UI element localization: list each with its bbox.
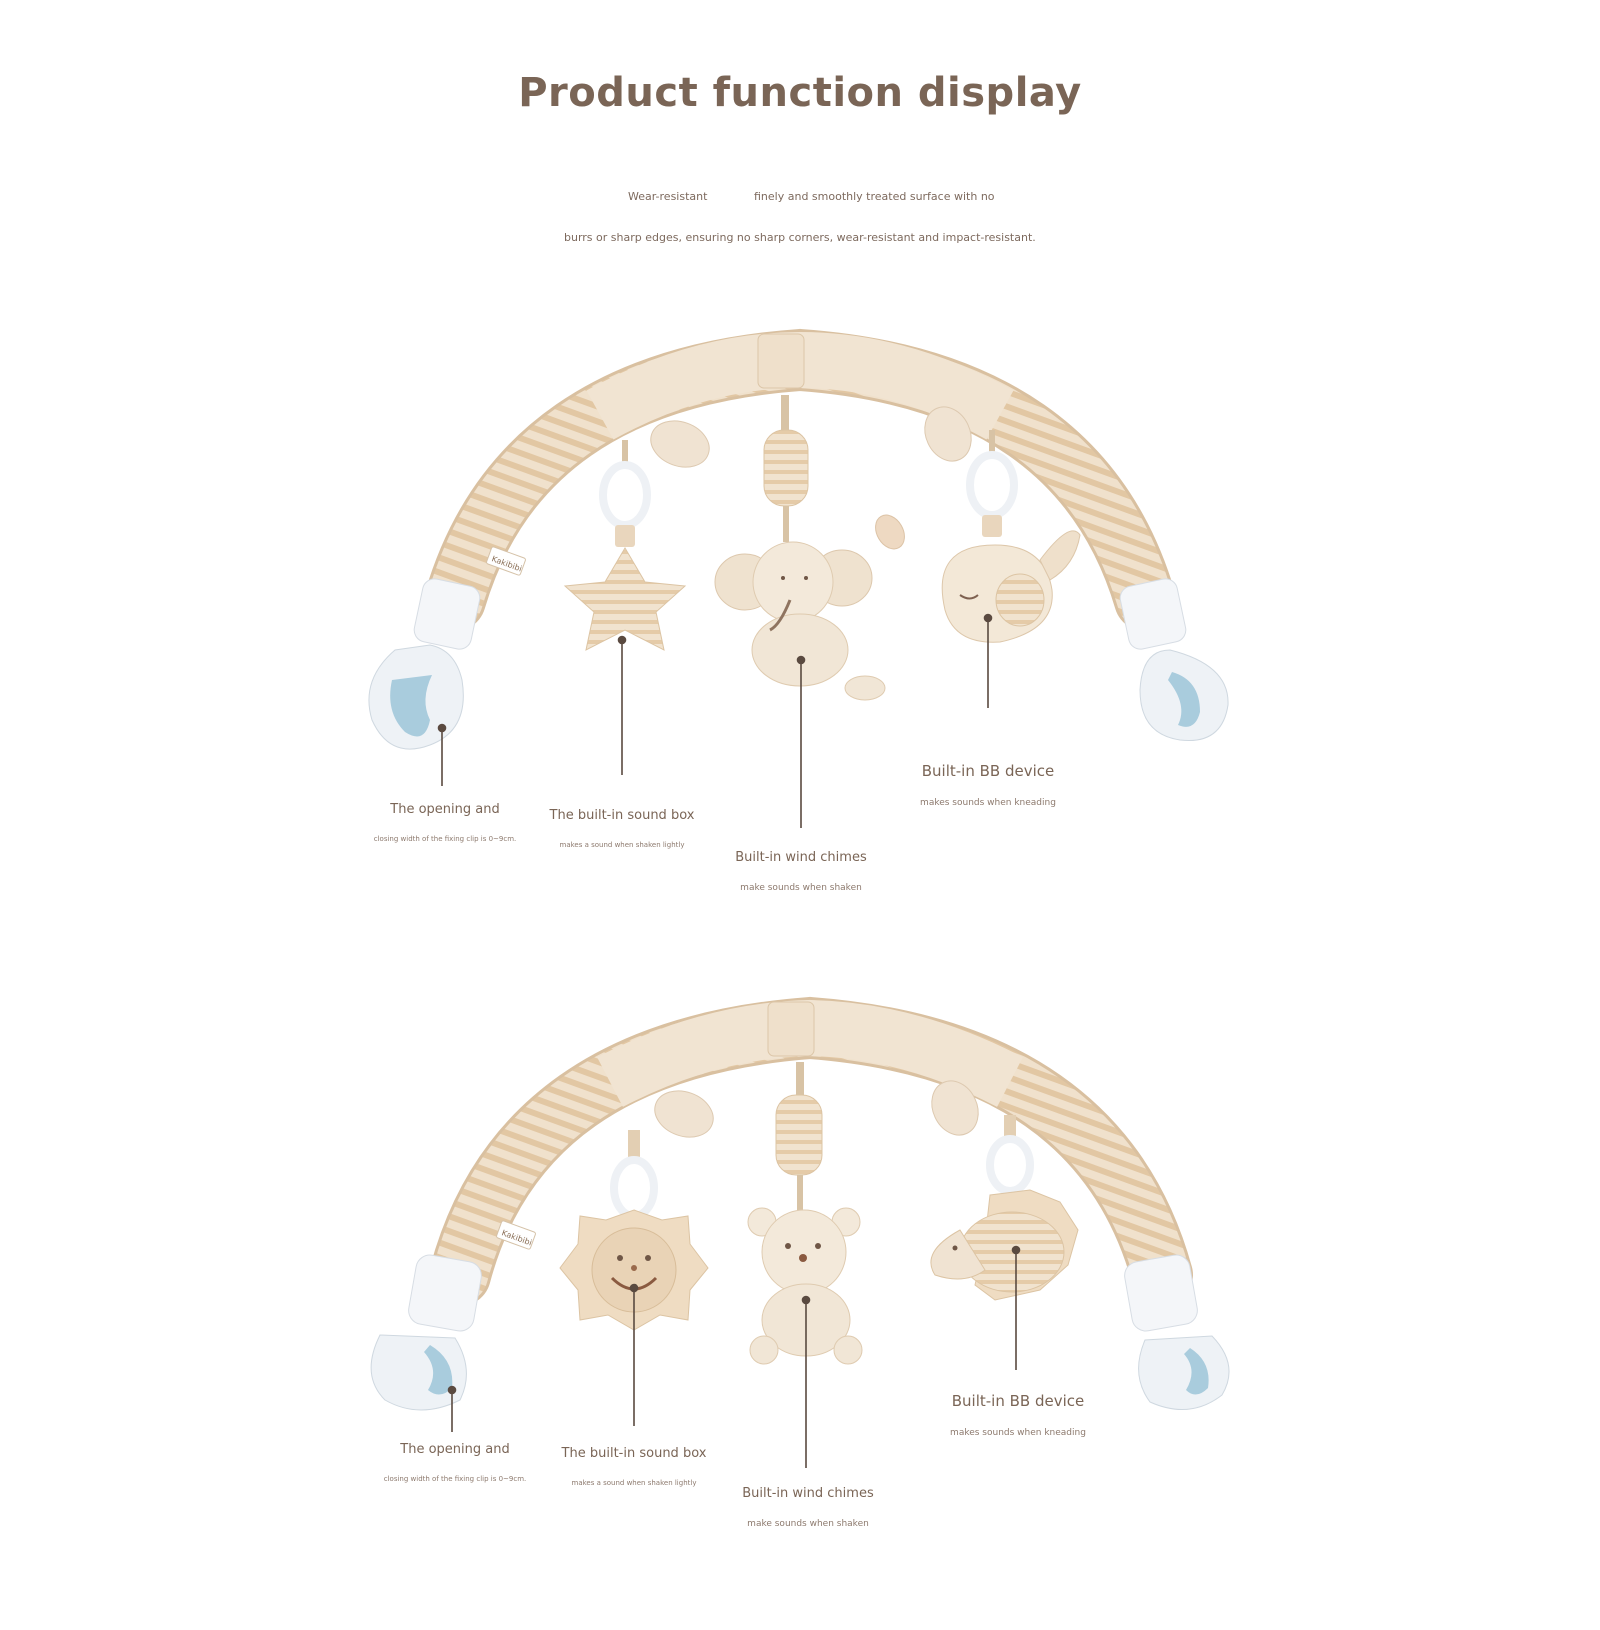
intro-line1-left: Wear-resistant [628,190,708,203]
product-illustration-1: Kakibibi [368,328,1229,828]
arch-center-band [757,333,805,389]
callout-sub: makes sounds when kneading [950,1428,1086,1438]
leaf-decoration-small [875,514,905,550]
product-panel-2: Kakibibi [0,990,1600,1630]
toy-star [563,440,687,651]
brand-tag [496,1220,536,1250]
callout-sub: makes a sound when shaken lightly [559,841,685,849]
fixing-clip-left [368,578,481,750]
callout-wind-chimes-2: Built-in wind chimes make sounds when sh… [742,1486,873,1529]
callout-sub: makes sounds when kneading [920,798,1056,808]
callout-sub: make sounds when shaken [747,1519,869,1529]
callout-sound-box-1: The built-in sound box makes a sound whe… [550,808,695,849]
callout-main: Built-in BB device [951,1392,1085,1410]
intro-line2: burrs or sharp edges, ensuring no sharp … [564,231,1036,244]
product-illustration-2: Kakibibi [370,996,1230,1468]
leaf-decoration-left [650,420,710,468]
leaf-decoration-right [924,406,972,462]
callout-bb-device-1: Built-in BB device makes sounds when kne… [920,762,1056,808]
page-title: Product function display [518,70,1082,116]
callout-main: Built-in wind chimes [742,1486,874,1501]
pointer-lines-1 [437,613,993,828]
callout-main: The built-in sound box [549,808,695,823]
leaf-decoration-left [654,1090,714,1138]
callout-sub: makes a sound when shaken lightly [571,1479,697,1487]
callout-sub: closing width of the fixing clip is 0~9c… [383,1475,527,1483]
callout-bb-device-2: Built-in BB device makes sounds when kne… [950,1392,1086,1438]
callout-sub: closing width of the fixing clip is 0~9c… [373,835,517,843]
callout-main: The built-in sound box [561,1446,707,1461]
toy-bear [747,1062,863,1365]
callout-main: The opening and [400,1442,510,1457]
product-panel-1: Kakibibi [0,320,1600,960]
leaf-decoration-right [931,1080,979,1136]
arch-center-band [767,1001,815,1057]
callout-main: Built-in wind chimes [735,850,867,865]
toy-hedgehog [930,1115,1079,1301]
toy-bird [941,430,1081,643]
fixing-clip-right [1124,1254,1230,1411]
callout-sound-box-2: The built-in sound box makes a sound whe… [562,1446,707,1487]
callout-sub: make sounds when shaken [740,883,862,893]
pointer-lines-2 [447,1245,1021,1468]
intro-line1-right: finely and smoothly treated surface with… [754,190,995,203]
brand-tag [486,546,526,576]
fixing-clip-right [1119,578,1229,742]
callout-main: The opening and [390,802,500,817]
callout-fixing-clip-2: The opening and closing width of the fix… [384,1442,526,1483]
fixing-clip-left [370,1254,482,1411]
callout-wind-chimes-1: Built-in wind chimes make sounds when sh… [735,850,866,893]
toy-elephant [714,395,886,701]
callout-main: Built-in BB device [921,762,1055,780]
toy-lion [559,1130,709,1331]
callout-fixing-clip-1: The opening and closing width of the fix… [374,802,516,843]
